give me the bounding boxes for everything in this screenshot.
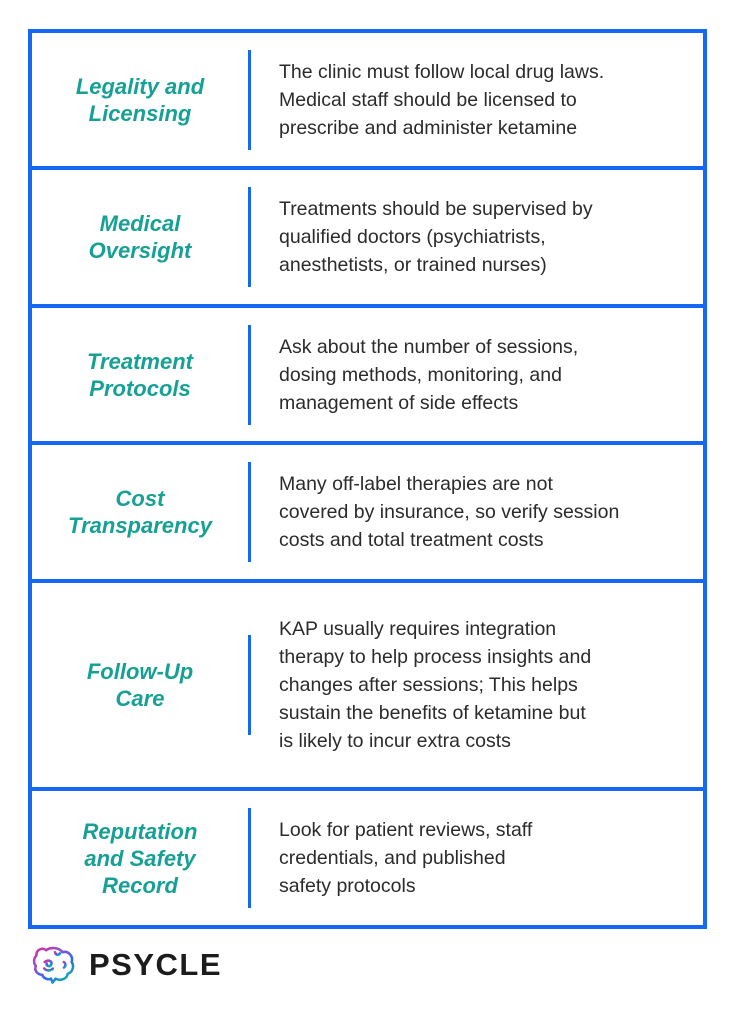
row-text-cell: KAP usually requires integration therapy… — [251, 583, 703, 787]
row-label-cell: Follow-Up Care — [32, 583, 248, 787]
row-text-cell: Ask about the number of sessions, dosing… — [251, 308, 703, 441]
vertical-divider — [248, 635, 251, 735]
row-text-cell: Many off-label therapies are not covered… — [251, 445, 703, 579]
row-text-cell: The clinic must follow local drug laws. … — [251, 33, 703, 166]
row-label-cell: Legality and Licensing — [32, 33, 248, 166]
row-description: Look for patient reviews, staff credenti… — [279, 819, 533, 897]
row-label: Reputation and Safety Record — [82, 818, 198, 898]
table-row: Medical Oversight Treatments should be s… — [28, 166, 707, 308]
row-label: Cost Transparency — [68, 486, 212, 538]
vertical-divider — [248, 324, 251, 425]
table-row: Cost Transparency Many off-label therapi… — [28, 441, 707, 583]
row-description: Treatments should be supervised by quali… — [279, 198, 593, 276]
row-label-cell: Cost Transparency — [32, 445, 248, 579]
criteria-table: Legality and Licensing The clinic must f… — [28, 29, 707, 929]
vertical-divider — [248, 462, 251, 562]
row-label-cell: Treatment Protocols — [32, 308, 248, 441]
row-description: Many off-label therapies are not covered… — [279, 473, 620, 551]
row-description: The clinic must follow local drug laws. … — [279, 60, 605, 139]
table-row: Reputation and Safety Record Look for pa… — [28, 787, 707, 929]
row-label-cell: Medical Oversight — [32, 170, 248, 304]
row-label: Medical Oversight — [88, 211, 192, 263]
row-description: KAP usually requires integration therapy… — [279, 618, 592, 752]
row-text-cell: Treatments should be supervised by quali… — [251, 170, 703, 304]
row-label: Treatment Protocols — [87, 348, 193, 401]
table-row: Legality and Licensing The clinic must f… — [28, 29, 707, 170]
row-text-cell: Look for patient reviews, staff credenti… — [251, 791, 703, 925]
row-label-cell: Reputation and Safety Record — [32, 791, 248, 925]
vertical-divider — [248, 808, 251, 908]
brand-footer: PSYCLE — [31, 941, 222, 988]
table-row: Treatment Protocols Ask about the number… — [28, 304, 707, 445]
row-label: Follow-Up Care — [86, 659, 194, 711]
row-description: Ask about the number of sessions, dosing… — [279, 335, 579, 414]
row-label: Legality and Licensing — [75, 73, 205, 126]
brain-icon — [31, 941, 78, 988]
table-row: Follow-Up Care KAP usually requires inte… — [28, 579, 707, 791]
vertical-divider — [248, 187, 251, 287]
brand-name: PSYCLE — [89, 946, 223, 982]
vertical-divider — [248, 49, 251, 150]
